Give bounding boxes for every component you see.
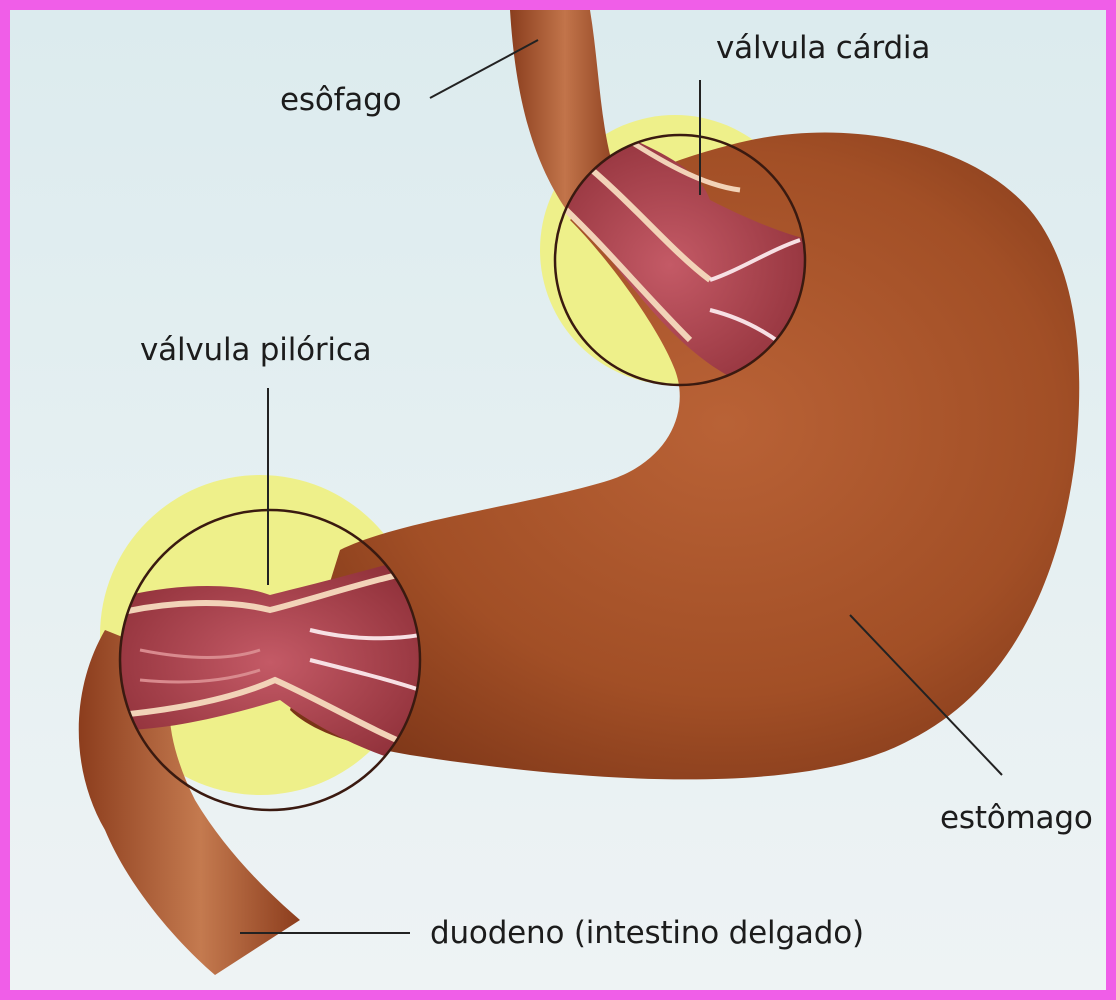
stomach-illustration <box>10 10 1106 990</box>
label-estomago: estômago <box>940 800 1093 836</box>
label-duodeno: duodeno (intestino delgado) <box>430 915 864 951</box>
label-valvula-cardia: válvula cárdia <box>716 30 930 66</box>
label-esofago: esôfago <box>280 82 401 118</box>
label-valvula-pilorica: válvula pilórica <box>140 332 371 368</box>
diagram-stage: esôfago válvula cárdia válvula pilórica … <box>10 10 1106 990</box>
